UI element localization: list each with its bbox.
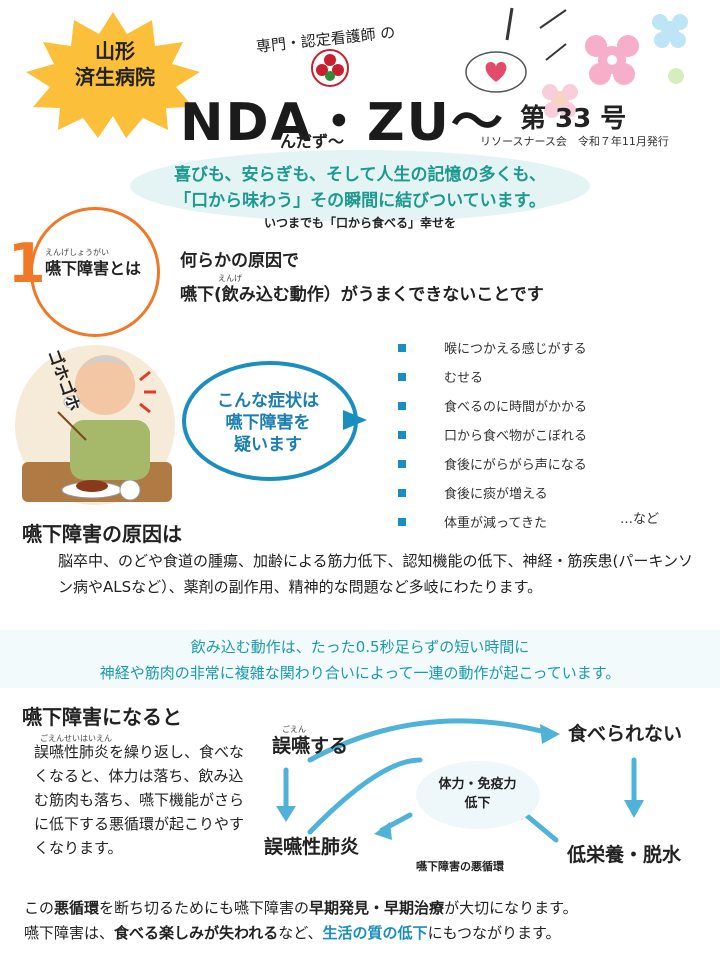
list-item: 体重が減ってきた <box>398 507 587 536</box>
causes-title: 嚥下障害の原因は <box>22 522 182 546</box>
definition-line-2: 嚥下(飲み込む動作）がうまくできないことです <box>180 285 544 305</box>
mechanism-line-1: 飲み込む動作は、たった0.5秒足らずの短い時間に <box>190 638 530 656</box>
footer-line-2: 嚥下障害は、食べる楽しみが失われるなど、生活の質の低下にもつながります。 <box>24 924 561 942</box>
cycle-pneumonia: 誤嚥性肺炎 <box>264 836 360 858</box>
headline-wash <box>130 150 590 222</box>
coughing-person-illustration <box>15 345 175 505</box>
section-number: 1 <box>8 232 46 295</box>
symptom-bubble <box>182 361 358 481</box>
bullet-square-icon <box>398 372 406 381</box>
masthead-title: NDA・ZU～ <box>180 93 505 153</box>
symptom-etc: …など <box>620 512 660 527</box>
bubble-tail <box>343 410 367 430</box>
cycle-cannot-eat: 食べられない <box>568 723 683 745</box>
starburst-shape <box>26 12 200 138</box>
bullet-square-icon <box>398 488 406 497</box>
bullet-square-icon <box>398 459 406 468</box>
masthead-reading: んだず～ <box>280 132 345 151</box>
footer-line-1: この悪循環を断ち切るためにも嚥下障害の早期発見・早期治療が大切になります。 <box>24 899 578 917</box>
cycle-aspiration-ruby: ごえん <box>282 725 306 734</box>
definition-line-2-ruby: えんげ <box>218 274 242 283</box>
definition-term: 嚥下障害とは <box>45 259 142 278</box>
definition-term-ruby: えんげしょうがい <box>45 248 109 257</box>
list-item: 口から食べ物がこぼれる <box>398 420 587 449</box>
bullet-square-icon <box>398 517 406 526</box>
flower-decoration <box>505 7 688 118</box>
symptom-bubble-text: こんな症状は 嚥下障害を 疑います <box>217 391 319 455</box>
result-title: 嚥下障害になると <box>22 705 182 729</box>
cycle-caption: 嚥下障害の悪循環 <box>416 860 504 873</box>
flower-logo-icon <box>311 49 349 87</box>
mechanism-line-2: 神経や筋肉の非常に複雑な関わり合いによって一連の動作が起こっています。 <box>99 664 621 682</box>
headline-line-1: 喜びも、安らぎも、そして人生の記憶の多くも、 <box>174 165 546 185</box>
cycle-aspiration: 誤嚥する <box>272 735 349 757</box>
heart-bubble-icon <box>465 51 527 93</box>
result-body: 誤嚥性肺炎を繰り返し、食べなくなると、体力は落ち、飲み込む筋肉も落ち、嚥下機能が… <box>34 743 245 857</box>
hospital-name: 山形 済生病院 <box>75 39 155 89</box>
bullet-square-icon <box>398 343 406 352</box>
causes-body: 脳卒中、のどや食道の腫瘍、加齢による筋力低下、認知機能の低下、神経・筋疾患(パー… <box>58 552 693 596</box>
arrow-pneumonia-to-aspiration <box>307 757 423 835</box>
result-ruby: ごえんせいはいえん <box>40 734 112 743</box>
definition-line-1: 何らかの原因で <box>180 251 299 271</box>
cycle-center: 体力・免疫力 低下 <box>438 777 517 811</box>
symptom-list: 喉につかえる感じがする むせる 食べるのに時間がかかる 口から食べ物がこぼれる … <box>398 333 587 536</box>
headline-sub: いつまでも「口から食べる」幸せを <box>263 216 456 230</box>
bullet-square-icon <box>398 401 406 410</box>
list-item: 喉につかえる感じがする <box>398 333 587 362</box>
publisher-date: リソースナース会 令和７年11月発行 <box>480 135 669 148</box>
list-item: 食後に痰が増える <box>398 478 587 507</box>
cycle-malnutrition: 低栄養・脱水 <box>567 844 682 866</box>
mechanism-wash <box>0 630 720 688</box>
issue-number: 第 33 号 <box>520 104 627 134</box>
center-glow <box>416 761 540 829</box>
list-item: 食後にがらがら声になる <box>398 449 587 478</box>
cycle-arrowheads <box>276 724 644 840</box>
definition-circle <box>30 207 160 337</box>
bullet-square-icon <box>398 430 406 439</box>
arrow-aspiration-to-cannot-eat <box>307 718 548 763</box>
headline-line-2: 「口から味わう」その瞬間に結びついています。 <box>174 191 546 211</box>
list-item: 食べるのに時間がかかる <box>398 391 587 420</box>
list-item: むせる <box>398 362 587 391</box>
